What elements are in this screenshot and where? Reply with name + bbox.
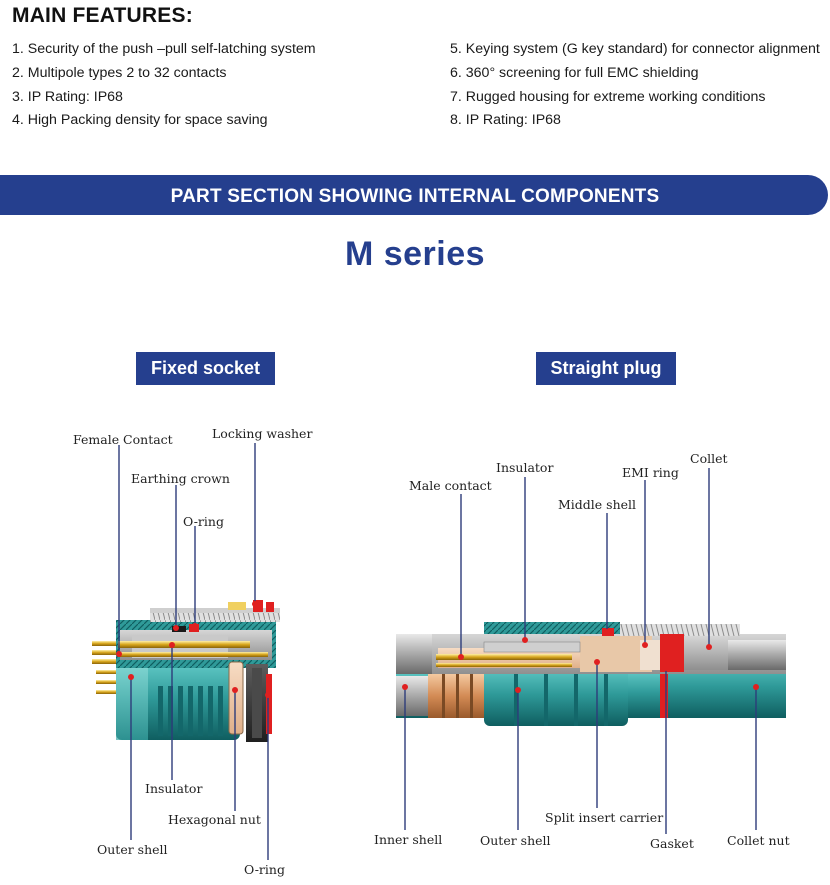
series-title: M series [344, 235, 486, 273]
label-middle-shell: Middle shell [558, 497, 637, 512]
fixed-socket-leaders [118, 443, 269, 860]
label-o-ring-top: O-ring [183, 514, 224, 529]
fixed-socket-drawing [92, 600, 280, 742]
feature-item: 1. Security of the push –pull self-latch… [12, 41, 316, 57]
feature-item: 5. Keying system (G key standard) for co… [450, 41, 820, 57]
straight-plug-tag: Straight plug [536, 352, 676, 385]
label-male-contact: Male contact [409, 478, 492, 493]
label-gasket: Gasket [650, 836, 694, 851]
feature-item: 8. IP Rating: IP68 [450, 112, 561, 128]
label-earthing-crown: Earthing crown [131, 471, 230, 486]
fixed-socket-leader-dots [116, 601, 271, 698]
straight-plug-leader-dots [402, 629, 759, 693]
label-emi-ring: EMI ring [622, 465, 679, 480]
label-insulator-plug: Insulator [496, 460, 554, 475]
label-insulator-socket: Insulator [145, 781, 203, 796]
main-features-heading: MAIN FEATURES: [12, 4, 193, 27]
feature-item: 3. IP Rating: IP68 [12, 89, 123, 105]
label-inner-shell: Inner shell [374, 832, 443, 847]
section-banner [0, 175, 828, 215]
label-locking-washer: Locking washer [212, 426, 313, 441]
label-o-ring-bottom: O-ring [244, 862, 285, 877]
feature-item: 7. Rugged housing for extreme working co… [450, 89, 766, 105]
straight-plug-drawing [396, 622, 786, 726]
feature-item: 4. High Packing density for space saving [12, 112, 268, 128]
straight-plug-leaders [404, 468, 757, 834]
label-split-insert-carrier: Split insert carrier [545, 810, 664, 825]
feature-item: 6. 360° screening for full EMC shielding [450, 65, 699, 81]
feature-item: 2. Multipole types 2 to 32 contacts [12, 65, 227, 81]
label-outer-shell-plug: Outer shell [480, 833, 551, 848]
section-banner-text: PART SECTION SHOWING INTERNAL COMPONENTS [170, 186, 660, 207]
label-collet-nut: Collet nut [727, 833, 790, 848]
label-collet: Collet [690, 451, 728, 466]
fixed-socket-tag: Fixed socket [136, 352, 275, 385]
label-outer-shell-socket: Outer shell [97, 842, 168, 857]
label-female-contact: Female Contact [73, 432, 173, 447]
label-hexagonal-nut: Hexagonal nut [168, 812, 261, 827]
